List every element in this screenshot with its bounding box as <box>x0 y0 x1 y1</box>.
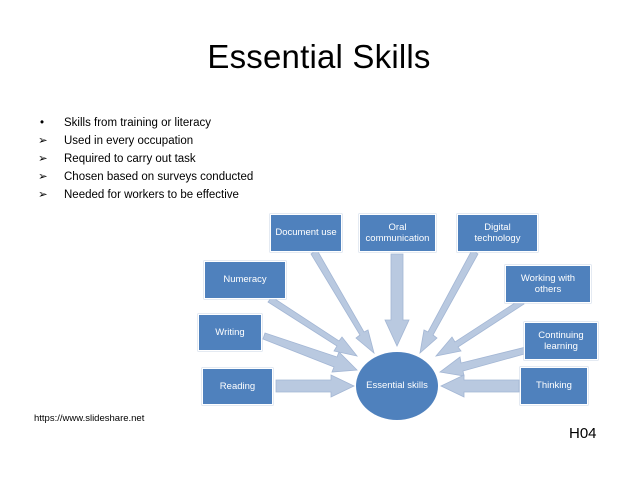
bullet-text: Required to carry out task <box>64 153 196 165</box>
arrow-oral <box>384 253 410 347</box>
arrow-document-use <box>310 249 375 355</box>
arrow-digital <box>419 249 479 355</box>
node-reading: Reading <box>202 368 273 405</box>
node-working-with-others: Working with others <box>505 265 591 303</box>
node-numeracy: Numeracy <box>204 261 286 299</box>
arrow-reading <box>275 374 355 398</box>
bullet-text: Chosen based on surveys conducted <box>64 171 254 183</box>
arrow-numeracy <box>267 296 359 357</box>
arrow-continuing <box>439 346 529 377</box>
node-writing: Writing <box>198 314 262 351</box>
node-document-use: Document use <box>270 214 342 252</box>
slide-code: H04 <box>569 425 597 442</box>
arrow-bullet-icon: ➢ <box>38 153 48 165</box>
bullet-text: Needed for workers to be effective <box>64 189 239 201</box>
center-essential-skills: Essential skills <box>356 352 438 420</box>
arrow-writing <box>262 332 358 373</box>
arrow-thinking <box>440 374 520 398</box>
node-continuing-learning: Continuing learning <box>524 322 598 360</box>
node-thinking: Thinking <box>520 367 588 405</box>
node-digital-technology: Digital technology <box>457 214 538 252</box>
bullet-text: Used in every occupation <box>64 135 194 147</box>
arrow-bullet-icon: ➢ <box>38 135 48 147</box>
source-url: https://www.slideshare.net <box>34 413 145 424</box>
bullet-text: Skills from training or literacy <box>64 117 211 129</box>
arrow-bullet-icon: ➢ <box>38 189 48 201</box>
arrow-bullet-icon: ➢ <box>38 171 48 183</box>
node-oral-communication: Oral communication <box>359 214 436 252</box>
slide-title: Essential Skills <box>207 38 431 75</box>
bullet-dot-icon: • <box>40 117 45 129</box>
arrow-working <box>434 298 525 357</box>
